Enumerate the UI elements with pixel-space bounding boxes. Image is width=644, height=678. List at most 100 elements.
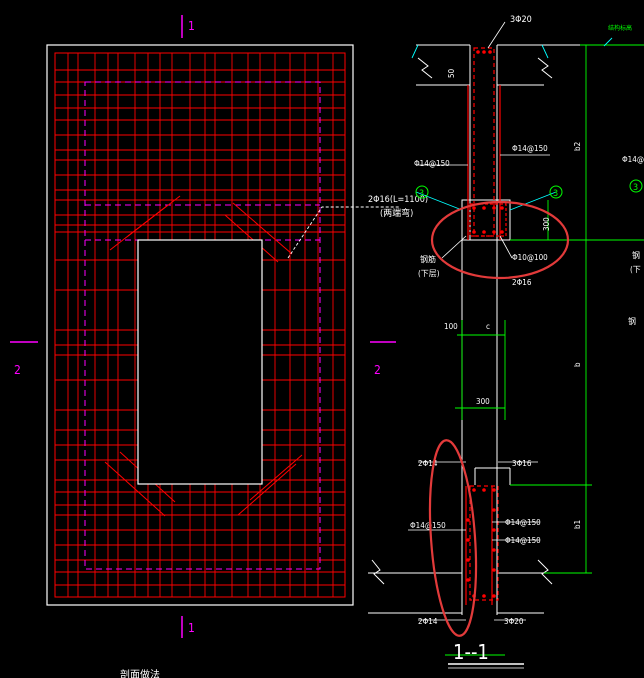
leader [541, 44, 549, 59]
highlight-ellipse-upper [430, 200, 570, 280]
section-mark-label-left: 2 [14, 363, 21, 377]
rebar-dot [492, 488, 496, 492]
bottom-caption: 剖面做法 [120, 668, 160, 678]
rebar-dot [482, 594, 486, 598]
right-edge-axis-bubble [629, 179, 643, 193]
leader-axis-left [415, 191, 463, 211]
rebar-dot [482, 50, 486, 54]
rebar-dot [482, 206, 486, 210]
hidden-lines [84, 81, 321, 570]
diag-bar [127, 195, 181, 237]
dim-b-label: b [573, 362, 582, 367]
section-rebar [465, 47, 507, 605]
rebar-dot [492, 528, 496, 532]
bottom-left-bars-label: 2Φ14 [418, 617, 438, 626]
rebar-dot [492, 206, 496, 210]
side-bar-label: 2Φ16 [512, 278, 532, 287]
rebar-dot [466, 538, 470, 542]
rebar-dot [492, 568, 496, 572]
right-edge-note-3: 钢 [628, 316, 636, 326]
plan-view: 2Φ16(L=1100) (两端弯) 1 1 2 2 [10, 15, 428, 638]
note-label-2: (下层) [418, 269, 440, 278]
rebar-dot [466, 558, 470, 562]
right-edge-note-1: 钢 [632, 250, 640, 260]
hidden-outline [84, 81, 321, 570]
section-mark-label-right: 2 [374, 363, 381, 377]
right-edge-stirrup: Φ14@150 [622, 155, 644, 164]
callout-text: 2Φ16(L=1100) [368, 195, 428, 205]
right-edge-axis: 3 [633, 183, 638, 193]
axis-bubble-left [415, 185, 429, 199]
stirrup-mid-label: Φ10@100 [512, 253, 548, 262]
rebar-dot [466, 578, 470, 582]
rebar-boundary [54, 52, 346, 598]
section-mark-label-top: 1 [188, 19, 195, 33]
dim-300-lower-label: 300 [476, 397, 490, 406]
rebar-dot [492, 548, 496, 552]
dim-c-label: c [486, 322, 490, 331]
highlight-ellipse-lower [428, 439, 478, 637]
stirrup-left-label: Φ14@150 [414, 159, 450, 168]
leader-elevation [603, 37, 613, 47]
rebar-dot [500, 230, 504, 234]
slab-opening [137, 239, 263, 485]
callout-leader [287, 206, 400, 259]
rebar-dot [472, 488, 476, 492]
note-label-1: 钢筋 [420, 254, 436, 264]
beam-stirrup [469, 203, 507, 237]
break-mark [371, 559, 385, 585]
rebar-dot [492, 594, 496, 598]
top-bars-label: 3Φ20 [510, 15, 532, 25]
wall-stirrup-lower [469, 485, 499, 601]
rebar-dot [492, 230, 496, 234]
elevation-label: 结构标高 [608, 24, 632, 32]
dim-b2-label: b2 [573, 142, 582, 151]
rebar-dots [466, 50, 504, 598]
dim-100-label: 100 [444, 322, 458, 331]
leader [499, 235, 513, 259]
bottom-bars-label: 3Φ20 [504, 617, 524, 626]
dim-300-upper-label: 300 [542, 217, 551, 231]
axis-label-left: 3 [419, 189, 424, 199]
section-marks [10, 15, 396, 638]
diag-bar [249, 454, 303, 501]
lower-stirrup-right-2-label: Φ14@150 [505, 536, 541, 545]
section-mark-label-bottom: 1 [188, 621, 195, 635]
axis-label-right: 3 [553, 189, 558, 199]
break-mark [417, 57, 433, 79]
slab-outline [46, 44, 354, 606]
lower-top-bars-label: 3Φ16 [512, 459, 532, 468]
lower-left-bars-label: 2Φ14 [418, 459, 438, 468]
rebar-dot [476, 50, 480, 54]
dimension-lines [445, 44, 644, 656]
dim-50-label: 50 [447, 68, 456, 78]
leader [487, 21, 506, 49]
break-mark [537, 559, 553, 585]
diag-bar [224, 214, 279, 263]
upper-beam [461, 199, 511, 241]
rebar-dot [492, 508, 496, 512]
rebar-dot [482, 488, 486, 492]
right-edge-note-2: (下 [630, 265, 641, 274]
break-mark [537, 57, 553, 79]
label-leaders [408, 21, 550, 621]
rebar-dot [466, 518, 470, 522]
leader-axis-right [509, 191, 557, 211]
dim-b1-label: b1 [573, 520, 582, 529]
section-view: 3 3 3Φ20 50 Φ14@150 Φ14@150 300 Φ10@100 … [368, 15, 644, 669]
axis-bubble-right [549, 185, 563, 199]
leader-lines [411, 37, 613, 211]
diag-bar [104, 461, 166, 517]
stirrup-right-label: Φ14@150 [512, 144, 548, 153]
leader [441, 235, 467, 259]
rebar-dot [488, 50, 492, 54]
rebar-dot [472, 230, 476, 234]
lower-stirrup-right-1-label: Φ14@150 [505, 518, 541, 527]
rebar-dot [482, 230, 486, 234]
section-title: 1--1 [453, 640, 489, 664]
lower-stirrup-left-label: Φ14@150 [410, 521, 446, 530]
callout-text-sub: (两端弯) [380, 207, 413, 219]
leader [411, 44, 419, 59]
